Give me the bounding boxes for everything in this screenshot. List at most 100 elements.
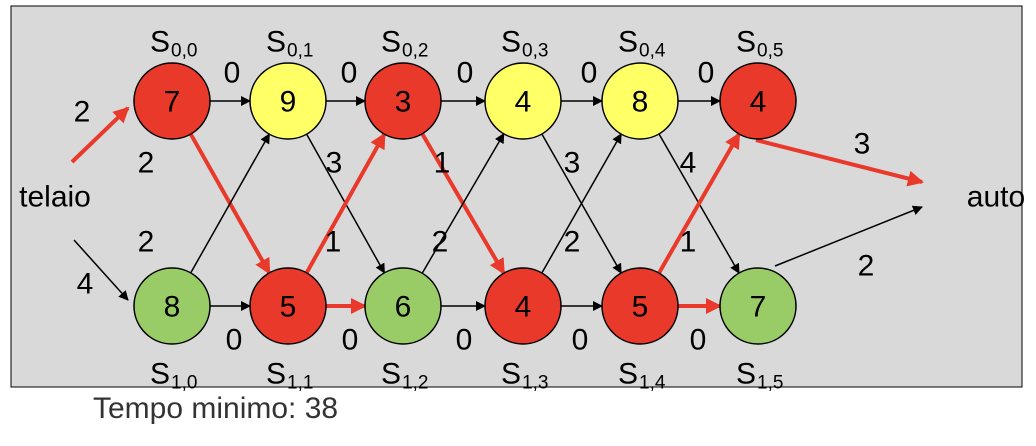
entry-label: telaio [19,181,91,214]
station-circle [601,267,679,345]
transfer-cost-up: 2 [432,226,449,259]
station-circle [249,267,327,345]
same-line-cost-top: 0 [341,57,358,90]
station-subscript: 0,2 [402,41,428,62]
edges [70,96,924,314]
station-1-3: 4 [484,267,562,345]
station-subscript: 0,5 [757,41,783,62]
station-circle [364,267,442,345]
station-value: 4 [515,291,532,324]
edge-exit-1 [774,205,923,267]
station-circle [133,62,211,140]
same-line-cost-bottom: 0 [226,324,243,357]
station-value: 4 [750,86,767,119]
edge-entry-1 [73,239,129,301]
same-line-cost-top: 0 [224,57,241,90]
station-circle [133,267,211,345]
station-circle [484,62,562,140]
station-value: 8 [164,291,181,324]
station-value: 7 [164,86,181,119]
station-subscript: 1,0 [171,373,197,394]
station-1-2: 6 [364,267,442,345]
same-line-cost-bottom: 0 [690,324,707,357]
station-1-1: 5 [249,267,327,345]
station-name: S [736,26,756,59]
station-subscript: 1,4 [639,373,666,394]
same-line-cost-bottom: 0 [342,324,359,357]
station-circle [601,62,679,140]
transfer-cost-up: 2 [138,226,155,259]
exit-label: auto [967,181,1025,214]
station-value: 5 [280,291,297,324]
critical-edge-u-2 [304,132,387,274]
same-line-cost-top: 0 [581,57,598,90]
station-subscript: 1,3 [522,373,548,394]
station-1-4: 5 [601,267,679,345]
same-line-cost-bottom: 0 [456,324,473,357]
same-line-cost-top: 0 [457,57,474,90]
station-name: S [381,358,401,391]
transfer-cost-down: 3 [564,147,581,180]
station-name: S [381,26,401,59]
station-name: S [150,26,170,59]
critical-edge-exit-0 [755,138,924,187]
transfer-cost-up: 1 [680,226,697,259]
station-value: 3 [395,86,412,119]
station-subscript: 0,0 [171,41,197,62]
entry-cost-top: 2 [74,96,91,129]
critical-edge-entry-0 [70,106,130,164]
station-subscript: 1,5 [757,373,783,394]
station-0-0: 7 [133,62,211,140]
station-circle [364,62,442,140]
station-subscript: 0,1 [287,41,313,62]
transfer-cost-down: 4 [680,147,697,180]
same-line-cost-bottom: 0 [572,324,589,357]
critical-edge-u-5 [657,132,741,275]
station-name: S [266,358,286,391]
transfer-cost-up: 1 [325,226,342,259]
station-name: S [266,26,286,59]
station-circle [249,62,327,140]
exit-cost-top: 3 [854,128,871,161]
station-name: S [150,358,170,391]
exit-cost-bottom: 2 [858,250,875,283]
station-subscript: 1,1 [287,373,313,394]
transfer-cost-up: 2 [564,226,581,259]
station-name: S [618,358,638,391]
transfer-cost-down: 3 [326,147,343,180]
station-subscript: 1,2 [402,373,428,394]
same-line-cost-top: 0 [698,57,715,90]
station-1-5: 7 [719,267,797,345]
station-name: S [736,358,756,391]
station-subscript: 0,3 [522,41,548,62]
station-0-1: 9 [249,62,327,140]
transfer-cost-down: 2 [138,147,155,180]
edge-u-1 [190,133,270,274]
station-value: 8 [632,86,649,119]
station-circle [719,62,797,140]
station-0-4: 8 [601,62,679,140]
station-name: S [618,26,638,59]
station-value: 6 [395,291,412,324]
station-0-2: 3 [364,62,442,140]
station-name: S [501,26,521,59]
station-subscript: 0,4 [639,41,666,62]
station-value: 4 [515,86,532,119]
station-value: 9 [280,86,297,119]
station-value: 5 [632,291,649,324]
station-circle [719,267,797,345]
station-circle [484,267,562,345]
station-1-0: 8 [133,267,211,345]
station-0-3: 4 [484,62,562,140]
station-0-5: 4 [719,62,797,140]
edge-u-3 [421,132,505,274]
transfer-cost-down: 1 [434,147,451,180]
station-name: S [501,358,521,391]
entry-cost-bottom: 4 [77,268,94,301]
minimum-time-label: Tempo minimo: 38 [93,392,339,425]
station-value: 7 [750,291,767,324]
edge-u-4 [541,133,622,274]
